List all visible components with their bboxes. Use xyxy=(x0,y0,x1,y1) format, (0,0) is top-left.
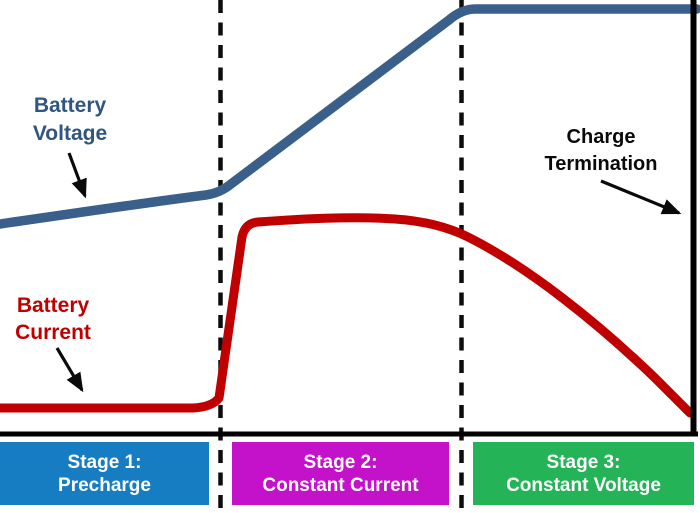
stage-2-banner-line1: Stage 2: xyxy=(303,451,378,473)
charge-termination-label: Charge Termination xyxy=(530,124,672,178)
stage-1-precharge-banner: Stage 1: Precharge xyxy=(0,442,209,505)
battery-voltage-curve xyxy=(0,4,700,229)
charge-termination-label-line2: Termination xyxy=(544,153,658,175)
stage-2-constant-current-banner: Stage 2: Constant Current xyxy=(232,442,449,505)
battery-voltage-label: Battery Voltage xyxy=(14,92,126,148)
stage-2-banner-line2: Constant Current xyxy=(262,474,419,496)
battery-current-label-line2: Current xyxy=(15,321,91,344)
stage-1-banner-line1: Stage 1: xyxy=(67,451,142,473)
battery-current-label-line1: Battery xyxy=(16,294,90,317)
charge-termination-label-line1: Charge xyxy=(566,126,636,148)
charge-termination-arrow xyxy=(600,179,682,215)
battery-voltage-label-line1: Battery xyxy=(33,94,107,117)
battery-current-curve xyxy=(0,213,695,418)
battery-voltage-label-line2: Voltage xyxy=(32,122,108,145)
stage-3-banner-line1: Stage 3: xyxy=(546,451,621,473)
battery-current-arrow xyxy=(55,347,84,393)
stage-3-constant-voltage-banner: Stage 3: Constant Voltage xyxy=(473,442,694,505)
stage-1-banner-line2: Precharge xyxy=(58,474,151,496)
battery-voltage-arrow xyxy=(67,152,87,199)
battery-current-label: Battery Current xyxy=(0,292,106,346)
stage-3-banner-line2: Constant Voltage xyxy=(506,474,661,496)
